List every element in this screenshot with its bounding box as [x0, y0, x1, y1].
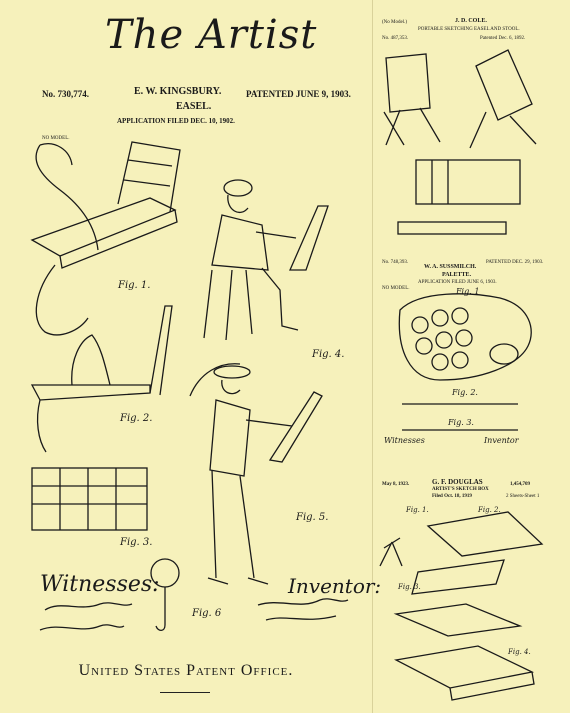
main-fig-1-label: Fig. 1.	[118, 280, 151, 291]
main-patent-subject: EASEL.	[176, 101, 212, 112]
box-inventor: G. F. DOUGLAS	[432, 478, 483, 486]
palette-fig-2-label: Fig. 2.	[452, 388, 478, 397]
main-fig-3-label: Fig. 3.	[120, 537, 153, 548]
box-fig-2-label: Fig. 2.	[478, 506, 501, 514]
main-fig-2-label: Fig. 2.	[120, 413, 153, 424]
palette-model: NO MODEL.	[382, 286, 410, 291]
stool-inventor: J. D. COLE.	[455, 18, 487, 24]
box-fig-3-label: Fig. 3.	[398, 583, 421, 591]
main-patent-date: PATENTED JUNE 9, 1903.	[246, 89, 351, 99]
patent-office-footer: United States Patent Office.	[78, 662, 294, 679]
palette-inventor-label: Inventor	[484, 436, 519, 445]
box-sheets: 2 Sheets-Sheet 1	[506, 494, 540, 499]
stool-subject: PORTABLE SKETCHING EASEL AND STOOL.	[418, 27, 520, 32]
easel-grid-drawing	[31, 467, 148, 531]
palette-witnesses: Witnesses	[384, 436, 425, 445]
footer-rule	[160, 692, 210, 693]
witnesses-label: Witnesses:	[40, 572, 160, 597]
box-fig-4-label: Fig. 4.	[508, 648, 531, 656]
stool-model: (No Model.)	[382, 20, 407, 25]
main-fig-5-label: Fig. 5.	[296, 512, 329, 523]
box-fig-1-label: Fig. 1.	[406, 506, 429, 514]
seated-artist-drawing	[203, 179, 329, 341]
easel-frame-drawing	[30, 141, 181, 336]
stool-number: No. 487,353.	[382, 36, 409, 41]
palette-number: No. 748,393.	[382, 260, 409, 265]
box-number: 1,454,709	[510, 482, 530, 487]
main-patent-number: No. 730,774.	[42, 89, 89, 99]
palette-fig-1-label: Fig. 1	[456, 287, 480, 296]
main-patent-model: NO MODEL.	[42, 136, 70, 141]
easel-stool-drawing	[383, 49, 537, 235]
palette-inventor: W. A. SUSSMILCH.	[424, 264, 477, 270]
main-fig-4-label: Fig. 4.	[312, 349, 345, 360]
easel-hinge-drawing	[30, 305, 173, 453]
palette-fig-3-label: Fig. 3.	[448, 418, 474, 427]
standing-artist-drawing	[189, 363, 323, 585]
box-subject: ARTIST'S SKETCH BOX	[432, 487, 489, 492]
signatures-drawing	[39, 598, 349, 631]
sketch-box-drawing	[379, 511, 544, 701]
column-divider	[372, 0, 373, 713]
palette-application: APPLICATION FILED JUNE 6, 1903.	[418, 280, 497, 285]
box-date: May 8, 1923.	[382, 482, 410, 487]
hook-drawing	[150, 558, 180, 632]
main-fig-6-label: Fig. 6	[192, 608, 222, 619]
palette-drawing	[398, 293, 532, 431]
poster-title: The Artist	[105, 12, 318, 58]
palette-subject: PALETTE.	[442, 272, 472, 278]
main-patent-application: APPLICATION FILED DEC. 10, 1902.	[117, 117, 235, 125]
main-patent-inventor: E. W. KINGSBURY.	[134, 86, 222, 97]
stool-date: Patented Dec. 6, 1892.	[480, 36, 526, 41]
inventor-label: Inventor:	[288, 574, 382, 598]
box-filed: Filed Oct. 18, 1919	[432, 494, 472, 499]
palette-date: PATENTED DEC. 29, 1903.	[486, 260, 544, 265]
